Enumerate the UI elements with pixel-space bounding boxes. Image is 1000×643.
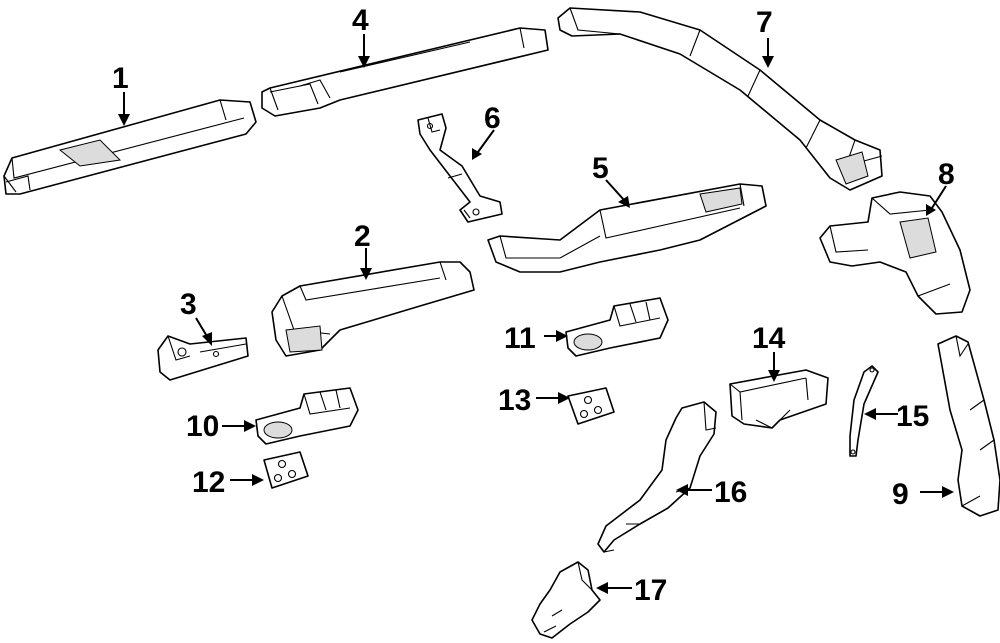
part-5-duct xyxy=(487,183,767,273)
part-12-plate xyxy=(263,451,309,489)
arrow-8 xyxy=(926,204,936,216)
arrow-13 xyxy=(558,392,570,404)
arrow-12 xyxy=(252,474,264,486)
callout-13: 13 xyxy=(498,384,531,417)
leader-6 xyxy=(477,129,495,153)
part-15-bracket xyxy=(849,365,879,457)
arrow-15 xyxy=(864,408,876,420)
leader-lines xyxy=(118,34,954,594)
part-16-duct xyxy=(597,401,717,553)
callout-labels: 1 4 7 6 5 8 2 3 11 10 13 12 14 15 9 16 1… xyxy=(112,4,955,607)
callout-14: 14 xyxy=(752,322,786,355)
part-17-bracket xyxy=(531,561,601,639)
arrow-9 xyxy=(942,486,954,498)
callout-17: 17 xyxy=(634,574,667,607)
arrow-1 xyxy=(118,114,130,126)
callout-10: 10 xyxy=(186,410,219,443)
part-9-duct xyxy=(937,335,1000,517)
callout-15: 15 xyxy=(896,400,929,433)
arrow-4 xyxy=(358,56,370,68)
part-2-duct xyxy=(271,261,475,357)
part-8-duct xyxy=(819,191,971,315)
callout-9: 9 xyxy=(892,478,909,511)
callout-5: 5 xyxy=(592,152,609,185)
part-3-bracket xyxy=(157,335,249,381)
callout-11: 11 xyxy=(504,322,536,355)
part-7-duct xyxy=(557,7,883,191)
leader-5 xyxy=(605,179,625,201)
arrow-7 xyxy=(762,56,774,68)
callout-12: 12 xyxy=(192,466,225,499)
arrow-5 xyxy=(618,196,630,208)
callout-7: 7 xyxy=(756,6,773,39)
part-14-duct xyxy=(729,369,829,429)
arrow-3 xyxy=(202,332,212,346)
callout-4: 4 xyxy=(352,4,369,37)
arrow-16 xyxy=(676,484,688,496)
part-1-duct xyxy=(3,99,257,195)
callout-16: 16 xyxy=(714,476,747,509)
arrow-2 xyxy=(360,268,372,280)
part-13-plate xyxy=(567,387,615,425)
callout-3: 3 xyxy=(180,288,197,321)
arrow-11 xyxy=(556,330,568,342)
arrow-17 xyxy=(596,582,608,594)
leader-8 xyxy=(931,185,947,209)
callout-8: 8 xyxy=(938,158,955,191)
part-6-bracket xyxy=(417,113,503,223)
callout-1: 1 xyxy=(112,62,129,95)
callout-6: 6 xyxy=(484,102,501,135)
part-4-duct xyxy=(261,27,549,117)
part-11-vent xyxy=(565,297,669,357)
arrow-6 xyxy=(472,148,482,160)
arrow-10 xyxy=(244,420,256,432)
arrow-14 xyxy=(768,370,780,382)
callout-2: 2 xyxy=(354,220,371,253)
part-10-vent xyxy=(255,387,359,445)
